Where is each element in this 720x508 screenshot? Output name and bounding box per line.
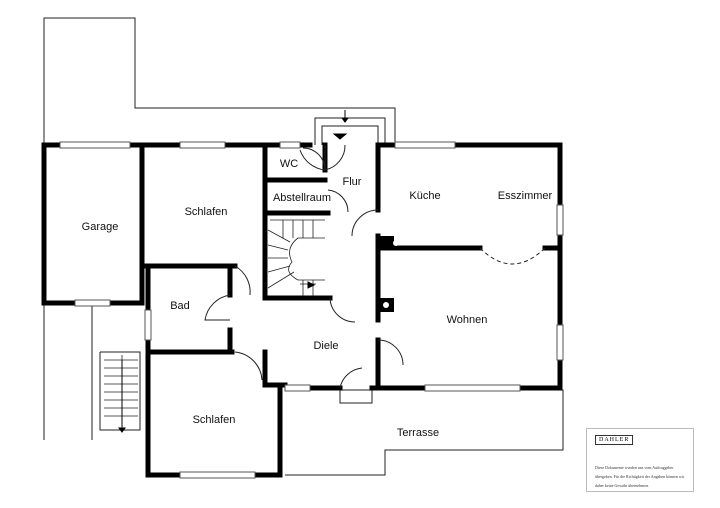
room-label-esszimmer: Esszimmer [497, 190, 553, 202]
room-label-schlafen-top: Schlafen [184, 206, 228, 218]
room-label-bad: Bad [170, 300, 190, 312]
room-label-schlafen-bottom: Schlafen [192, 414, 236, 426]
room-label-wohnen: Wohnen [446, 314, 488, 326]
walls [41, 142, 563, 478]
room-label-diele: Diele [313, 340, 339, 352]
room-label-garage: Garage [81, 221, 119, 233]
room-label-kueche: Küche [409, 190, 441, 202]
windows [59, 141, 564, 479]
company-logo: DAHLER [595, 435, 634, 445]
room-label-abstellraum: Abstellraum [272, 192, 332, 204]
room-label-flur: Flur [342, 176, 362, 188]
room-label-terrasse: Terrasse [396, 427, 440, 439]
disclaimer-text: Diese Dokumente wurden uns vom Auftragge… [595, 465, 685, 488]
staircase-lines [104, 219, 325, 430]
arrows [118, 110, 349, 433]
door-swings [204, 144, 546, 389]
info-box: DAHLER Diese Dokumente wurden uns vom Au… [586, 428, 694, 492]
chimney [378, 236, 394, 250]
room-label-wc: WC [279, 158, 299, 170]
